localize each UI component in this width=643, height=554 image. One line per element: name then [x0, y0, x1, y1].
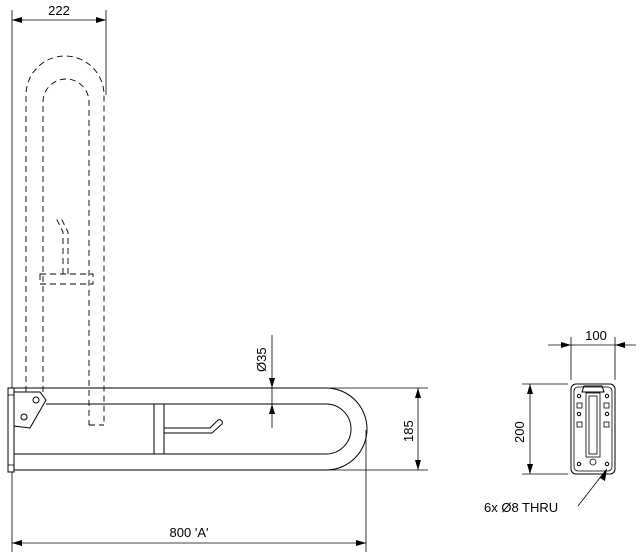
dimension-height: 185 — [330, 387, 428, 471]
dimension-height-label: 185 — [401, 420, 416, 442]
dimension-plate-height-label: 200 — [512, 421, 527, 443]
dimension-plate-width-label: 100 — [585, 328, 607, 343]
hole-note-label: 6x Ø8 THRU — [484, 500, 558, 515]
dimension-length: 800 'A' — [11, 430, 367, 552]
dimension-tube-diameter: Ø35 — [254, 335, 275, 428]
dimension-plate-height: 200 — [512, 383, 568, 475]
dimension-top-width: 222 — [11, 3, 107, 388]
wall-plate-side — [7, 387, 15, 473]
wall-plate-front — [570, 383, 616, 475]
raised-bar-outline — [25, 55, 105, 426]
hole-note-leader: 6x Ø8 THRU — [484, 468, 607, 515]
dimension-length-label: 800 'A' — [170, 525, 209, 540]
dimension-tube-diameter-label: Ø35 — [254, 347, 269, 372]
lowered-bar — [13, 387, 368, 471]
dimension-plate-width: 100 — [548, 328, 636, 380]
hinge-bracket — [13, 391, 47, 429]
dimension-top-width-label: 222 — [48, 3, 70, 18]
